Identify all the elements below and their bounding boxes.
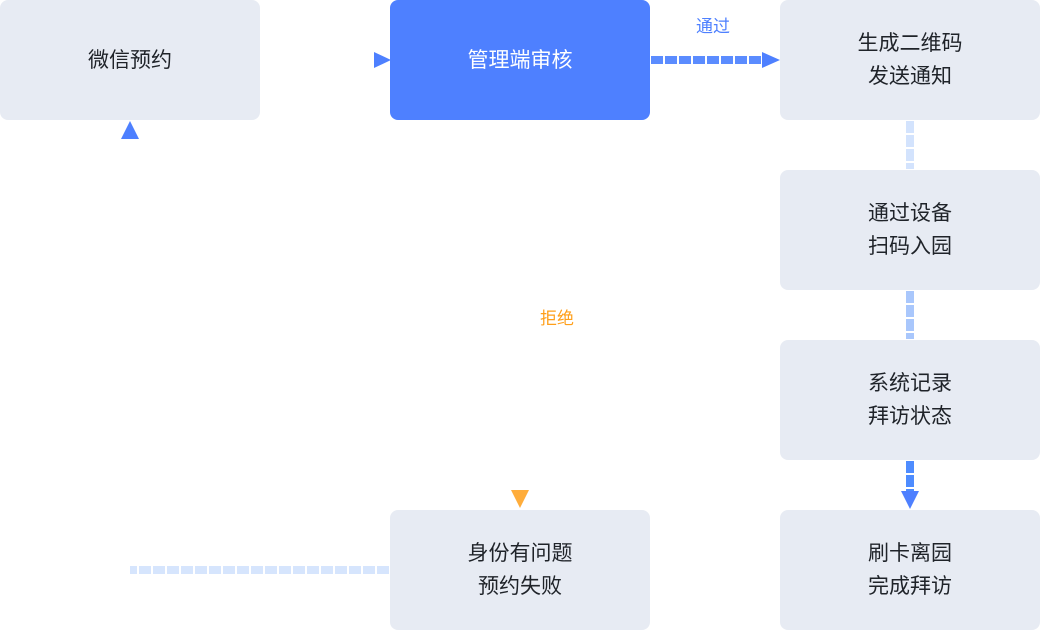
node-text: 发送通知 — [868, 64, 952, 88]
reject-label: 拒绝 — [540, 309, 574, 329]
node-text: 完成拜访 — [868, 574, 952, 598]
arrow-reject-to-booking — [121, 121, 389, 574]
node-text: 生成二维码 — [857, 31, 963, 55]
node-text: 微信预约 — [88, 47, 172, 72]
node-admin-review: 管理端审核 — [390, 0, 650, 120]
node-text: 拜访状态 — [868, 404, 952, 428]
arrow-record-to-exit — [901, 461, 919, 509]
approve-label: 通过 — [696, 17, 730, 37]
node-text: 预约失败 — [478, 574, 562, 598]
node-text: 系统记录 — [868, 371, 952, 395]
node-text: 刷卡离园 — [868, 541, 952, 565]
node-identity-issue: 身份有问题 预约失败 — [390, 510, 650, 630]
node-wechat-booking: 微信预约 — [0, 0, 260, 120]
node-generate-qr: 生成二维码 发送通知 — [780, 0, 1040, 120]
node-card-exit: 刷卡离园 完成拜访 — [780, 510, 1040, 630]
node-record-status: 系统记录 拜访状态 — [780, 340, 1040, 460]
node-scan-entry: 通过设备 扫码入园 — [780, 170, 1040, 290]
node-text: 管理端审核 — [467, 47, 573, 72]
arrow-review-to-qr — [651, 52, 780, 68]
node-text: 身份有问题 — [467, 541, 573, 565]
node-text: 通过设备 — [868, 201, 952, 225]
arrow-review-to-reject — [511, 121, 529, 508]
node-text: 扫码入园 — [868, 234, 952, 258]
arrow-booking-to-review — [261, 52, 391, 68]
